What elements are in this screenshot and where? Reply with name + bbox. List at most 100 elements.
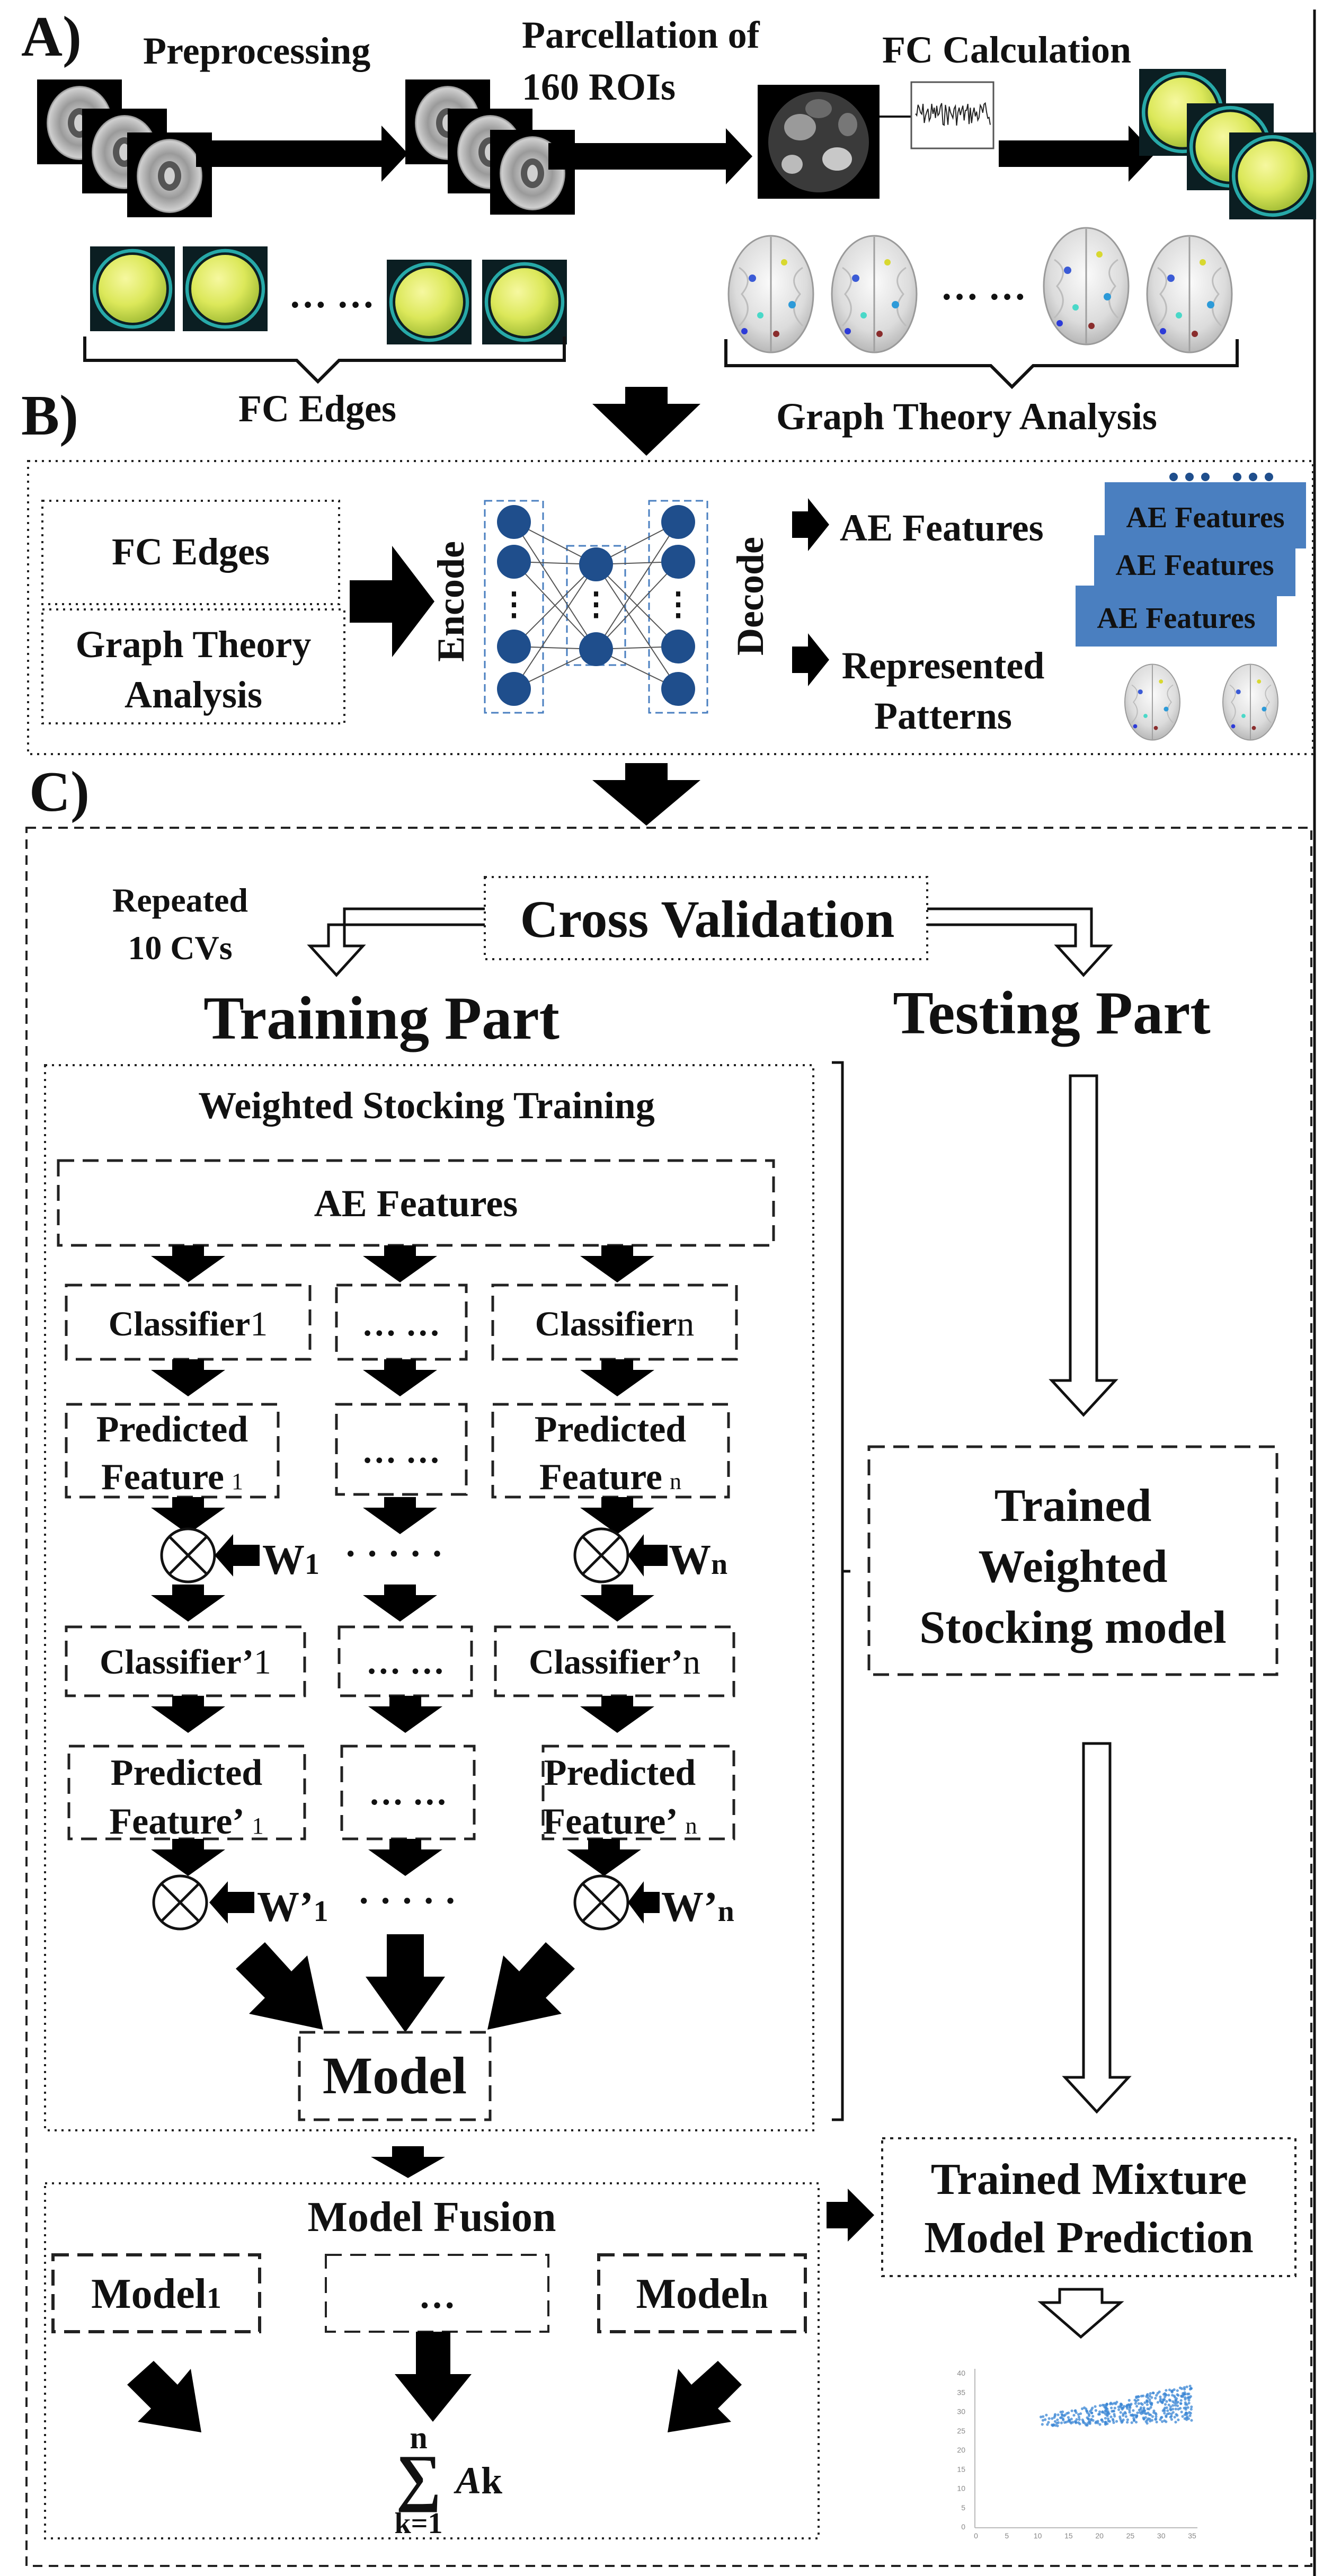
scatter-point [1098,2410,1102,2413]
scatter-point [1171,2407,1175,2411]
scatter-point [1096,2421,1099,2424]
scatter-point [1142,2416,1145,2420]
scatter-point [1163,2398,1166,2401]
scatter-point [1098,2423,1102,2426]
scatter-y-tick: 40 [957,2369,965,2377]
scatter-point [1171,2404,1175,2407]
scatter-point [1075,2418,1078,2421]
classifier-prime-1-label: Classifier’1 [100,1643,271,1681]
ae-output-ellipsis: ⋮ [662,587,694,622]
scatter-point [1168,2388,1171,2392]
scatter-point [1188,2387,1192,2391]
preprocessing-label: Preprocessing [143,30,370,72]
input-fc-edges-label: FC Edges [112,530,270,573]
scatter-point [1167,2403,1170,2406]
scatter-point [1110,2406,1113,2410]
scatter-point [1154,2415,1158,2418]
scatter-point [1047,2417,1051,2420]
scatter-point [1060,2416,1063,2419]
scatter-point [1078,2418,1081,2421]
sum-sigma-icon: ∑ [396,2442,441,2512]
scatter-point [1169,2415,1172,2419]
scatter-point [1105,2403,1108,2406]
scatter-point [1183,2387,1186,2391]
scatter-point [1051,2423,1054,2427]
scatter-point [1149,2401,1152,2404]
ae-hidden-ellipsis: ⋮ [580,587,612,622]
scatter-y-tick: 20 [957,2446,965,2454]
multiply-n-icon [573,1527,629,1583]
ae-stack-label-1: AE Features [1126,501,1284,534]
scatter-point [1136,2398,1140,2402]
scatter-point [1051,2417,1054,2420]
scatter-point [1174,2407,1177,2411]
scatter-point [1164,2393,1167,2396]
stack-dots [1169,473,1273,481]
scatter-point [1085,2409,1088,2412]
trained-weighted-line2: Weighted [979,1541,1168,1592]
classifier-n-label: Classifiern [535,1305,695,1343]
scatter-point [1189,2407,1193,2411]
scatter-point [1079,2412,1082,2415]
scatter-point [1132,2414,1135,2417]
scatter-point [1183,2406,1186,2410]
scatter-point [1094,2405,1097,2408]
scatter-point [1185,2385,1188,2388]
arrow-to-fusion [371,2146,445,2178]
scatter-point [1142,2407,1145,2411]
model-n-label: Modeln [636,2271,768,2317]
panel-c-frame [25,827,1312,2567]
scatter-point [1087,2412,1090,2416]
scatter-point [1111,2402,1114,2405]
flow-arrows-row6 [151,1839,641,1876]
mixture-line2: Model Prediction [924,2213,1253,2262]
weight-dots-row2: · · · · · [358,1881,457,1922]
classifier-1-label: Classifier1 [109,1305,268,1343]
scatter-point [1109,2415,1113,2419]
scatter-point [1145,2419,1149,2422]
parcellation-label-line2: 160 ROIs [522,66,676,108]
scatter-x-tick: 10 [1034,2531,1042,2540]
scatter-point [1077,2421,1080,2424]
cv-split-arrows [307,907,1113,977]
arrow-into-autoencoder [350,546,434,657]
scatter-y-tick: 0 [961,2522,965,2531]
scatter-x-tick: 25 [1126,2531,1135,2540]
panel-b-frame [27,460,1314,755]
scatter-point [1173,2415,1176,2419]
multiply-prime-n-icon [573,1874,629,1931]
scatter-point [1088,2422,1091,2425]
mixture-line1: Trained Mixture [931,2155,1247,2204]
scatter-point [1090,2418,1093,2421]
scatter-point [1168,2412,1171,2415]
raw-mri-stack [37,79,212,217]
predicted-feature-prime-n-line2: Feature’n [543,1801,697,1842]
scatter-point [1070,2418,1073,2421]
scatter-point [1151,2391,1154,2395]
arrow-a-to-b [592,387,700,456]
classifier-prime-n-label: Classifier’n [529,1643,700,1681]
scatter-point [1155,2420,1158,2423]
scatter-point [1059,2411,1062,2414]
ae-stack-label-2: AE Features [1115,549,1274,582]
ae-stack-label-3: AE Features [1097,602,1255,635]
scatter-point [1171,2389,1174,2392]
scatter-point [1140,2394,1143,2398]
scatter-point [1087,2420,1091,2423]
model-mid-box [325,2254,549,2333]
scatter-point [1074,2411,1078,2414]
scatter-x-tick: 30 [1157,2531,1166,2540]
scatter-point [1056,2418,1059,2421]
input-graph-theory-line1: Graph Theory [76,623,312,666]
scatter-point [1126,2421,1129,2424]
scatter-point [1185,2418,1188,2421]
scatter-point [1168,2398,1171,2402]
arrow-b-to-c [592,763,700,826]
scatter-point [1154,2418,1158,2421]
scatter-point [1041,2423,1044,2426]
training-part-title: Training Part [203,985,560,1052]
testing-part-title: Testing Part [893,979,1210,1047]
predicted-mid-label: … … [362,1432,441,1471]
